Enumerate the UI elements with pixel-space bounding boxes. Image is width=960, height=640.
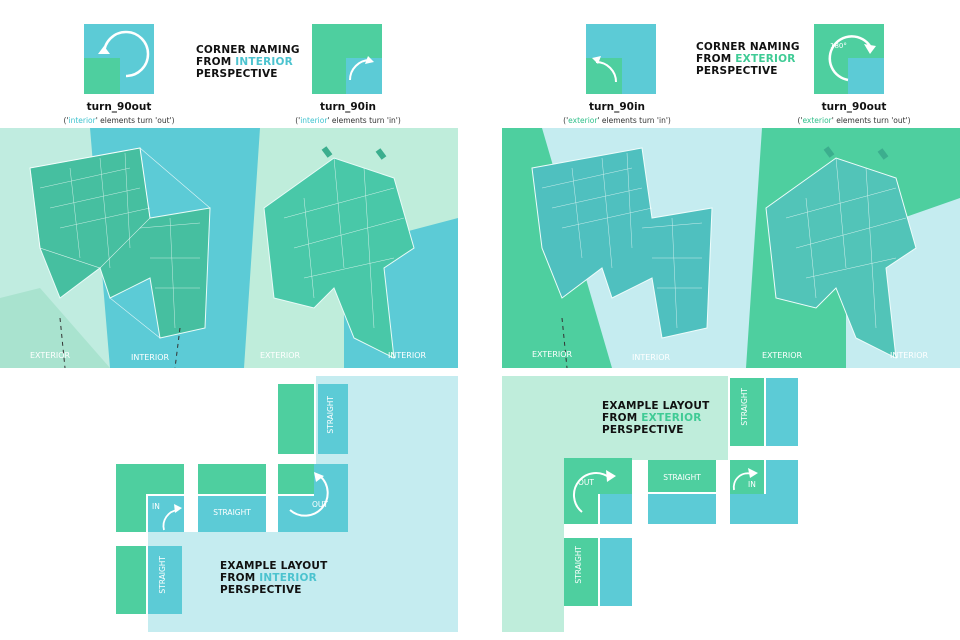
straight-tile: STRAIGHT bbox=[730, 378, 764, 446]
exterior-turn-out-icon: 180° bbox=[814, 24, 884, 94]
curved-arrow-icon bbox=[828, 35, 876, 82]
curved-arrow-icon bbox=[732, 468, 758, 491]
exterior-label: EXTERIOR bbox=[532, 350, 573, 359]
straight-label: STRAIGHT bbox=[663, 473, 701, 482]
mesh-render bbox=[244, 128, 458, 368]
teal-tile bbox=[600, 494, 632, 524]
exterior-label: EXTERIOR bbox=[762, 351, 803, 360]
ext-turn-90out-sub: ('exterior' elements turn 'out') bbox=[797, 116, 911, 125]
green-tile bbox=[116, 464, 184, 494]
curved-arrow-icon bbox=[162, 504, 182, 531]
teal-tile bbox=[766, 460, 798, 524]
straight-tile: STRAIGHT bbox=[148, 546, 182, 614]
curved-arrow-icon bbox=[349, 56, 374, 81]
curved-arrow-icon bbox=[289, 472, 329, 517]
mesh-render bbox=[0, 128, 244, 368]
teal-tile bbox=[766, 378, 798, 446]
curved-arrow-icon bbox=[592, 56, 617, 83]
straight-tile: STRAIGHT bbox=[648, 460, 716, 492]
green-tile bbox=[198, 464, 266, 494]
in-corner-tile: IN bbox=[148, 496, 184, 532]
turn-90out-sub: ('interior' elements turn 'out') bbox=[63, 116, 175, 125]
turn-90out-name: turn_90out bbox=[86, 101, 152, 113]
interior-layout-title: EXAMPLE LAYOUT FROM INTERIOR PERSPECTIVE bbox=[220, 560, 328, 596]
interior-turn-in-icon bbox=[312, 24, 382, 94]
turn-90in-name: turn_90in bbox=[319, 101, 377, 113]
teal-tile bbox=[600, 538, 632, 606]
interior-label: INTERIOR bbox=[131, 353, 170, 362]
render-panel-exterior-in: EXTERIOR INTERIOR bbox=[502, 128, 746, 368]
green-tile bbox=[116, 546, 146, 614]
angle-label: 180° bbox=[830, 42, 847, 50]
teal-tile bbox=[730, 494, 766, 524]
ext-turn-90in-sub: ('exterior' elements turn 'in') bbox=[563, 116, 671, 125]
exterior-region bbox=[502, 456, 564, 632]
mesh-render bbox=[502, 128, 746, 368]
straight-label: STRAIGHT bbox=[574, 546, 583, 584]
exterior-turn-in-icon bbox=[586, 24, 656, 94]
straight-tile: STRAIGHT bbox=[198, 496, 266, 532]
straight-label: STRAIGHT bbox=[213, 508, 251, 517]
exterior-region bbox=[564, 456, 728, 460]
curved-arrow-icon bbox=[98, 30, 150, 78]
ext-turn-90out-name: turn_90out bbox=[821, 101, 887, 113]
teal-tile bbox=[648, 494, 716, 524]
green-tile bbox=[564, 494, 598, 524]
exterior-label: EXTERIOR bbox=[260, 351, 301, 360]
straight-label: STRAIGHT bbox=[740, 388, 749, 426]
straight-label: STRAIGHT bbox=[158, 556, 167, 594]
exterior-layout-title: EXAMPLE LAYOUT FROM EXTERIOR PERSPECTIVE bbox=[602, 400, 710, 436]
in-label: IN bbox=[152, 502, 160, 511]
green-tile bbox=[278, 464, 314, 494]
out-label: OUT bbox=[578, 478, 594, 487]
render-panel-exterior-out: EXTERIOR INTERIOR bbox=[746, 128, 960, 368]
straight-tile: STRAIGHT bbox=[318, 384, 348, 454]
green-tile bbox=[278, 384, 314, 454]
in-corner-tile: IN bbox=[730, 460, 764, 494]
exterior-region bbox=[502, 376, 728, 456]
out-label: OUT bbox=[312, 500, 328, 509]
turn-90in-sub: ('interior' elements turn 'in') bbox=[295, 116, 401, 125]
in-label: IN bbox=[748, 480, 756, 489]
exterior-naming-title: CORNER NAMING FROM EXTERIOR PERSPECTIVE bbox=[696, 41, 800, 77]
ext-turn-90in-name: turn_90in bbox=[588, 101, 646, 113]
render-panel-interior-in: EXTERIOR INTERIOR bbox=[244, 128, 458, 368]
exterior-label: EXTERIOR bbox=[30, 351, 71, 360]
render-panel-interior-out: EXTERIOR INTERIOR bbox=[0, 128, 244, 368]
mesh-render bbox=[746, 128, 960, 368]
straight-label: STRAIGHT bbox=[326, 396, 335, 434]
interior-label: INTERIOR bbox=[890, 351, 929, 360]
interior-label: INTERIOR bbox=[632, 353, 671, 362]
interior-turn-out-icon bbox=[84, 24, 154, 94]
curved-arrow-icon bbox=[572, 470, 616, 513]
interior-label: INTERIOR bbox=[388, 351, 427, 360]
straight-tile: STRAIGHT bbox=[564, 538, 598, 606]
green-tile bbox=[116, 494, 146, 532]
interior-naming-title: CORNER NAMING FROM INTERIOR PERSPECTIVE bbox=[196, 44, 300, 80]
